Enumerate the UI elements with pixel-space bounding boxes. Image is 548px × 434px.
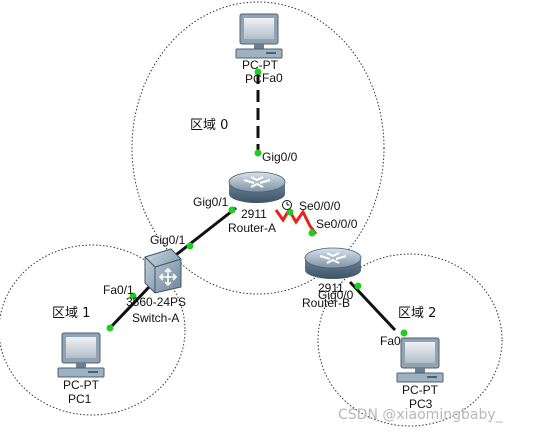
router-b-name-label: Router-B bbox=[302, 296, 350, 310]
port-dot-pc-top-fa0 bbox=[254, 68, 262, 76]
switch-a-device[interactable] bbox=[144, 248, 182, 294]
pc-top-device[interactable] bbox=[235, 13, 283, 59]
router-icon bbox=[304, 247, 362, 279]
port-dot-pc3-fa0 bbox=[400, 329, 408, 337]
link-switch-a-to-pc1 bbox=[108, 284, 152, 330]
watermark: CSDN @xiaomingbaby_ bbox=[338, 407, 504, 423]
computer-icon bbox=[57, 332, 105, 378]
zone-0-outline bbox=[131, 1, 385, 295]
router-b-device[interactable] bbox=[304, 247, 362, 279]
port-label-switch-gig01: Gig0/1 bbox=[150, 233, 186, 247]
switch-a-model-label: 3560-24PS bbox=[126, 295, 186, 309]
pc-top-type-label: PC-PT bbox=[242, 58, 279, 72]
port-label-pc3-fa0: Fa0 bbox=[380, 334, 401, 348]
zone-1-label: 区域 1 bbox=[52, 306, 90, 321]
pc3-name-label: PC3 bbox=[409, 397, 433, 411]
pc1-name-label: PC1 bbox=[68, 392, 92, 406]
port-label-pc-top-fa0: Fa0 bbox=[262, 71, 283, 85]
clock-icon bbox=[282, 200, 292, 210]
multilayer-switch-icon bbox=[144, 248, 182, 294]
router-b-model-label: 2911 bbox=[318, 281, 344, 295]
zone-0-label: 区域 0 bbox=[190, 118, 228, 133]
pc3-type-label: PC-PT bbox=[402, 383, 439, 397]
port-label-router-a-gig01: Gig0/1 bbox=[193, 195, 229, 209]
port-dot-router-b-se000 bbox=[308, 229, 316, 237]
port-label-router-b-se000: Se0/0/0 bbox=[316, 217, 358, 231]
port-dot-switch-gig01 bbox=[186, 242, 194, 250]
pc-top-name-label: PC bbox=[245, 72, 262, 86]
port-dot-router-a-gig00 bbox=[254, 149, 262, 157]
zone-1-outline bbox=[0, 244, 186, 416]
router-a-model-label: 2911 bbox=[241, 207, 267, 221]
port-dot-router-b-gig00 bbox=[354, 282, 362, 290]
router-a-device[interactable] bbox=[228, 171, 286, 203]
computer-icon bbox=[396, 337, 444, 383]
port-dot-router-a-gig01 bbox=[228, 206, 236, 214]
port-dot-router-a-se000 bbox=[286, 208, 294, 216]
pc1-type-label: PC-PT bbox=[63, 378, 100, 392]
port-dot-pc1-fa0 bbox=[106, 324, 114, 332]
pc3-device[interactable] bbox=[396, 337, 444, 383]
port-label-router-a-gig00: Gig0/0 bbox=[262, 150, 298, 164]
port-dot-switch-fa01 bbox=[129, 292, 137, 300]
link-router-b-to-pc3 bbox=[348, 280, 397, 332]
port-label-router-a-se000: Se0/0/0 bbox=[299, 199, 341, 213]
zone-2-label: 区域 2 bbox=[398, 306, 436, 321]
router-a-name-label: Router-A bbox=[228, 221, 276, 235]
port-label-router-b-gig00: Gig0/0 bbox=[318, 288, 354, 302]
computer-icon bbox=[235, 13, 283, 59]
link-router-a-to-switch-a bbox=[171, 206, 237, 260]
link-serial-router-a-to-router-b bbox=[274, 207, 318, 235]
port-label-switch-fa01: Fa0/1 bbox=[103, 283, 134, 297]
router-icon bbox=[228, 171, 286, 203]
pc1-device[interactable] bbox=[57, 332, 105, 378]
zone-2-outline bbox=[317, 253, 503, 427]
switch-a-name-label: Switch-A bbox=[132, 311, 179, 325]
